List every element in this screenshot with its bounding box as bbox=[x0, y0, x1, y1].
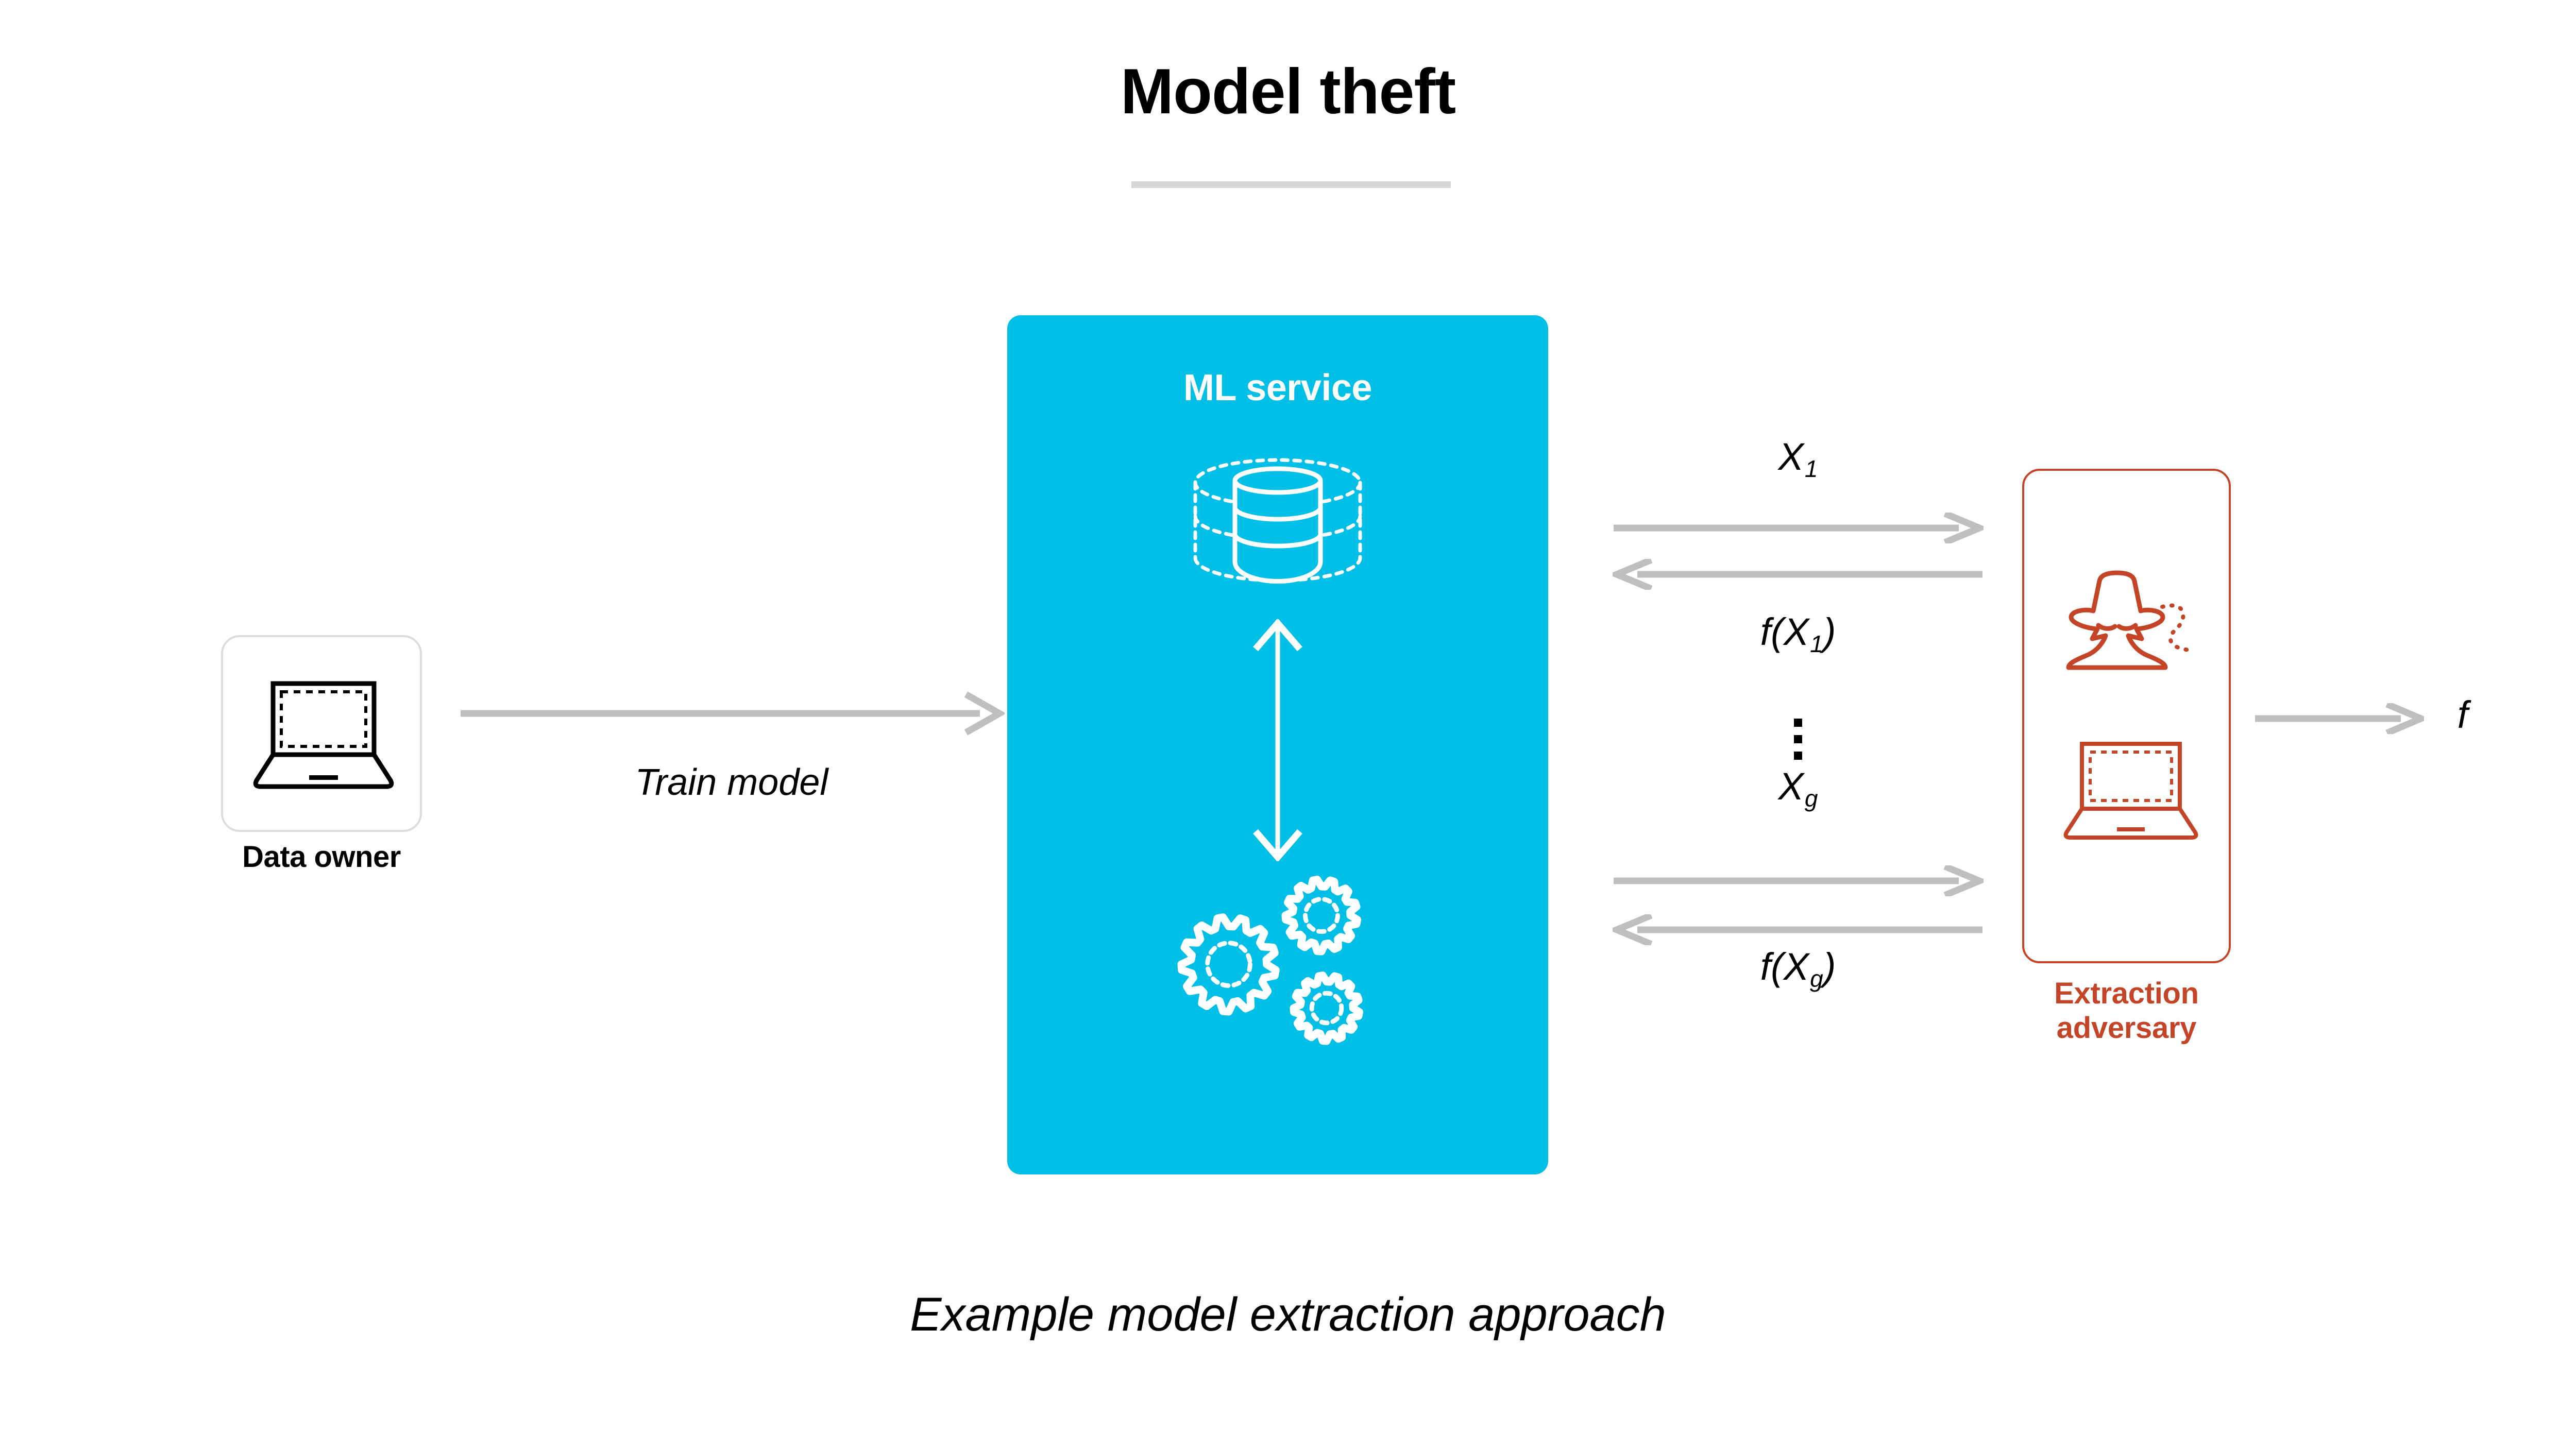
laptop-icon bbox=[253, 681, 394, 789]
figure-caption: Example model extraction approach bbox=[910, 1288, 1666, 1341]
response-g-label: f(Xg) bbox=[1638, 948, 1958, 991]
response-1-arrow-icon bbox=[1613, 559, 1982, 590]
query-g-arrow-icon bbox=[1614, 865, 1984, 896]
response-1-base: f(X bbox=[1760, 610, 1809, 653]
spy-icon bbox=[2066, 570, 2191, 670]
query-1-arrow-icon bbox=[1614, 513, 1984, 543]
response-1-subscript: 1 bbox=[1810, 630, 1823, 657]
adversary-label-line2: adversary bbox=[2056, 1011, 2197, 1045]
gears-icon-detail bbox=[1177, 876, 1363, 1045]
adversary-label-line1: Extraction bbox=[2054, 977, 2199, 1010]
response-1-close: ) bbox=[1823, 610, 1836, 653]
query-g-subscript: g bbox=[1804, 785, 1818, 812]
page-title: Model theft bbox=[1120, 56, 1456, 127]
title-divider bbox=[1131, 181, 1451, 188]
response-g-arrow-icon bbox=[1613, 914, 1982, 945]
query-1-base: X bbox=[1778, 435, 1804, 478]
train-model-arrow-icon bbox=[461, 691, 1005, 736]
response-1-label: f(X1) bbox=[1638, 613, 1958, 656]
vertical-ellipsis-icon bbox=[1638, 719, 1958, 760]
response-g-base: f(X bbox=[1760, 945, 1809, 988]
response-g-subscript: g bbox=[1810, 965, 1823, 992]
query-1-subscript: 1 bbox=[1804, 455, 1818, 482]
query-g-label: Xg bbox=[1638, 768, 1958, 810]
laptop-icon bbox=[2063, 742, 2198, 840]
response-g-close: ) bbox=[1823, 945, 1836, 988]
ml-service-title: ML service bbox=[1183, 367, 1372, 408]
database-cylinder-icon bbox=[1193, 458, 1362, 584]
double-headed-vertical-arrow-icon bbox=[1253, 619, 1302, 861]
query-g-base: X bbox=[1778, 765, 1804, 808]
output-model-symbol: f bbox=[2457, 693, 2468, 736]
extraction-adversary-card bbox=[2022, 469, 2231, 963]
output-arrow-icon bbox=[2255, 703, 2424, 734]
query-1-label: X1 bbox=[1638, 438, 1958, 481]
data-owner-card bbox=[221, 635, 422, 832]
train-model-label: Train model bbox=[635, 762, 828, 803]
extraction-adversary-label: Extraction adversary bbox=[1973, 976, 2280, 1046]
data-owner-label: Data owner bbox=[242, 840, 401, 874]
ml-service-card: ML service bbox=[1007, 315, 1548, 1174]
